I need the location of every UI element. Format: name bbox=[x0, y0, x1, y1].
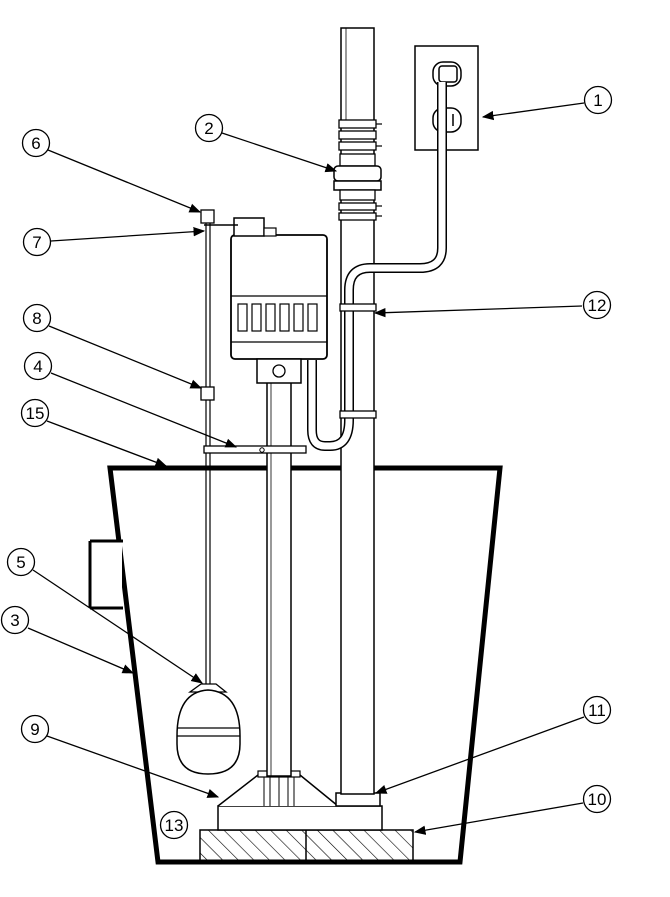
callout-label-3: 3 bbox=[10, 611, 19, 630]
callout-label-15: 15 bbox=[26, 404, 45, 423]
callouts: 1 2 3 4 5 6 bbox=[0, 85, 613, 840]
callout-4: 4 bbox=[23, 351, 238, 448]
callout-15: 15 bbox=[20, 398, 168, 467]
pump-column bbox=[266, 380, 292, 777]
callout-label-2: 2 bbox=[204, 119, 213, 138]
power-cord bbox=[307, 82, 447, 451]
inlet-pipe bbox=[88, 539, 123, 610]
callout-label-7: 7 bbox=[32, 233, 41, 252]
callout-5: 5 bbox=[6, 547, 203, 684]
callout-11: 11 bbox=[374, 695, 612, 794]
callout-6: 6 bbox=[21, 128, 202, 213]
callout-8: 8 bbox=[22, 303, 203, 389]
callout-label-5: 5 bbox=[16, 553, 25, 572]
callout-label-8: 8 bbox=[32, 309, 41, 328]
callout-label-13: 13 bbox=[165, 816, 184, 835]
callout-12: 12 bbox=[373, 290, 612, 320]
callout-label-4: 4 bbox=[33, 357, 42, 376]
support-blocks bbox=[199, 829, 414, 862]
callout-7: 7 bbox=[22, 227, 206, 257]
pump-motor bbox=[230, 217, 328, 384]
callout-label-12: 12 bbox=[588, 296, 607, 315]
callout-3: 3 bbox=[0, 605, 135, 674]
callout-label-6: 6 bbox=[31, 134, 40, 153]
callout-9: 9 bbox=[20, 714, 220, 798]
pump-base bbox=[217, 770, 383, 831]
check-valve bbox=[333, 119, 382, 221]
callout-1: 1 bbox=[481, 85, 613, 121]
callout-label-9: 9 bbox=[30, 720, 39, 739]
float-switch-assembly bbox=[176, 209, 307, 775]
callout-2: 2 bbox=[194, 113, 338, 173]
callout-10: 10 bbox=[413, 784, 612, 835]
callout-label-1: 1 bbox=[593, 91, 602, 110]
callout-label-11: 11 bbox=[588, 701, 606, 720]
callout-13: 13 bbox=[159, 810, 189, 840]
callout-label-10: 10 bbox=[588, 790, 607, 809]
